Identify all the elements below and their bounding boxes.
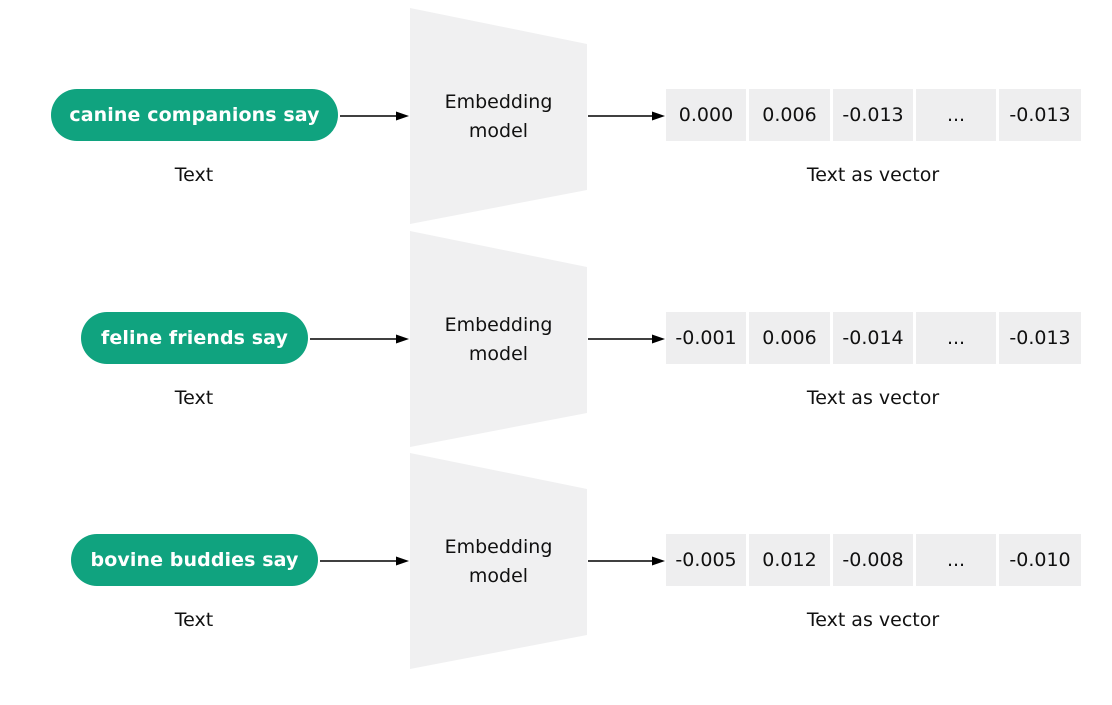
embedding-model-label: Embedding model bbox=[410, 88, 587, 146]
vector-cell: 0.006 bbox=[749, 312, 830, 364]
model-label-line2: model bbox=[468, 343, 529, 365]
embedding-row-1: canine companions say Text Embedding mod… bbox=[0, 8, 1112, 230]
embedding-model-shape bbox=[410, 453, 587, 669]
input-caption: Text bbox=[174, 609, 214, 631]
vector: 0.000 0.006 -0.013 ... -0.013 bbox=[666, 89, 1081, 141]
input-text: feline friends say bbox=[100, 327, 289, 349]
input-text-pill: canine companions say bbox=[51, 89, 338, 141]
arrow-icon bbox=[340, 111, 409, 121]
vector-caption: Text as vector bbox=[806, 164, 940, 186]
embedding-model-label: Embedding model bbox=[410, 533, 587, 591]
vector: -0.005 0.012 -0.008 ... -0.010 bbox=[666, 534, 1081, 586]
model-label-line1: Embedding bbox=[444, 536, 553, 558]
vector-cell: -0.013 bbox=[999, 312, 1081, 364]
arrow-icon bbox=[588, 111, 665, 121]
arrow-icon bbox=[310, 334, 409, 344]
embedding-model: Embedding model bbox=[410, 231, 587, 447]
vector-cell: 0.012 bbox=[749, 534, 830, 586]
arrow-icon bbox=[320, 556, 409, 566]
model-label-line1: Embedding bbox=[444, 91, 553, 113]
arrow-icon bbox=[588, 334, 665, 344]
vector-cell: -0.010 bbox=[999, 534, 1081, 586]
vector-cell: -0.014 bbox=[833, 312, 913, 364]
vector-cell: -0.001 bbox=[666, 312, 746, 364]
input-text: canine companions say bbox=[69, 104, 320, 126]
vector-cell: 0.000 bbox=[666, 89, 746, 141]
vector-cell-ellipsis: ... bbox=[916, 312, 996, 364]
vector-cell: -0.005 bbox=[666, 534, 746, 586]
embedding-model: Embedding model bbox=[410, 8, 587, 224]
vector-cell: -0.013 bbox=[999, 89, 1081, 141]
input-text-pill: feline friends say bbox=[81, 312, 308, 364]
embedding-model-label: Embedding model bbox=[410, 311, 587, 369]
vector-cell: -0.008 bbox=[833, 534, 913, 586]
vector-caption: Text as vector bbox=[806, 387, 940, 409]
embedding-row-3: bovine buddies say Text Embedding model … bbox=[0, 453, 1112, 675]
embedding-model-shape bbox=[410, 231, 587, 447]
input-text-pill: bovine buddies say bbox=[71, 534, 318, 586]
input-text: bovine buddies say bbox=[90, 549, 299, 571]
vector-cell-ellipsis: ... bbox=[916, 534, 996, 586]
vector-caption: Text as vector bbox=[806, 609, 940, 631]
model-label-line1: Embedding bbox=[444, 314, 553, 336]
model-label-line2: model bbox=[468, 120, 529, 142]
vector: -0.001 0.006 -0.014 ... -0.013 bbox=[666, 312, 1081, 364]
vector-cell-ellipsis: ... bbox=[916, 89, 996, 141]
embedding-model: Embedding model bbox=[410, 453, 587, 669]
model-label-line2: model bbox=[468, 565, 529, 587]
vector-cell: -0.013 bbox=[833, 89, 913, 141]
input-caption: Text bbox=[174, 387, 214, 409]
embedding-model-shape bbox=[410, 8, 587, 224]
input-caption: Text bbox=[174, 164, 214, 186]
embedding-row-2: feline friends say Text Embedding model … bbox=[0, 231, 1112, 453]
arrow-icon bbox=[588, 556, 665, 566]
vector-cell: 0.006 bbox=[749, 89, 830, 141]
